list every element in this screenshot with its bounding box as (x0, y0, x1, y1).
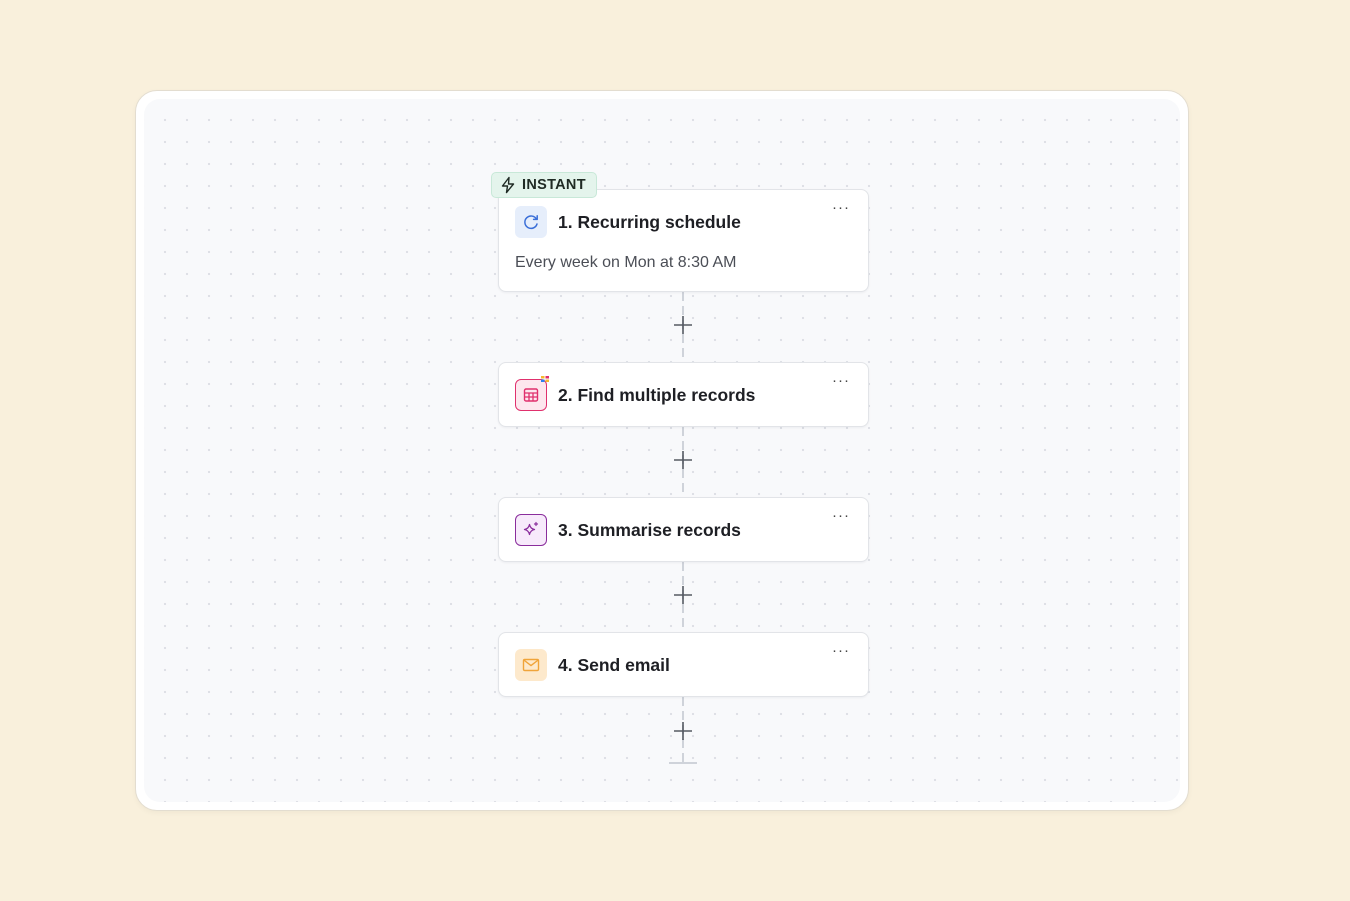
step-card-summarise-records[interactable]: 3. Summarise records ··· (498, 497, 869, 562)
step-card-find-records[interactable]: 2. Find multiple records ··· (498, 362, 869, 427)
step-title: 3. Summarise records (558, 519, 741, 540)
step-menu-button[interactable]: ··· (832, 641, 850, 659)
step-menu-button[interactable]: ··· (832, 198, 850, 216)
app-badge-icon (541, 376, 549, 382)
add-step-button[interactable] (670, 582, 696, 608)
add-step-button[interactable] (670, 718, 696, 744)
trigger-badge: INSTANT (491, 172, 597, 198)
step-card-recurring-schedule[interactable]: 1. Recurring schedule ··· Every week on … (498, 189, 869, 292)
add-step-button[interactable] (670, 447, 696, 473)
step-title: 4. Send email (558, 654, 670, 675)
table-icon (515, 376, 549, 411)
step-menu-button[interactable]: ··· (832, 371, 850, 389)
plus-icon (674, 722, 692, 740)
plus-icon (674, 316, 692, 334)
step-title: 2. Find multiple records (558, 384, 756, 405)
mail-icon (515, 649, 547, 681)
schedule-icon (515, 206, 547, 238)
step-title: 1. Recurring schedule (558, 211, 741, 232)
plus-icon (674, 586, 692, 604)
trigger-badge-label: INSTANT (522, 177, 586, 193)
step-menu-button[interactable]: ··· (832, 506, 850, 524)
flow-end-cap (669, 762, 697, 764)
lightning-icon (501, 176, 515, 194)
plus-icon (674, 451, 692, 469)
add-step-button[interactable] (670, 312, 696, 338)
sparkle-icon (515, 514, 547, 546)
step-subtitle: Every week on Mon at 8:30 AM (515, 254, 737, 271)
step-card-send-email[interactable]: 4. Send email ··· (498, 632, 869, 697)
